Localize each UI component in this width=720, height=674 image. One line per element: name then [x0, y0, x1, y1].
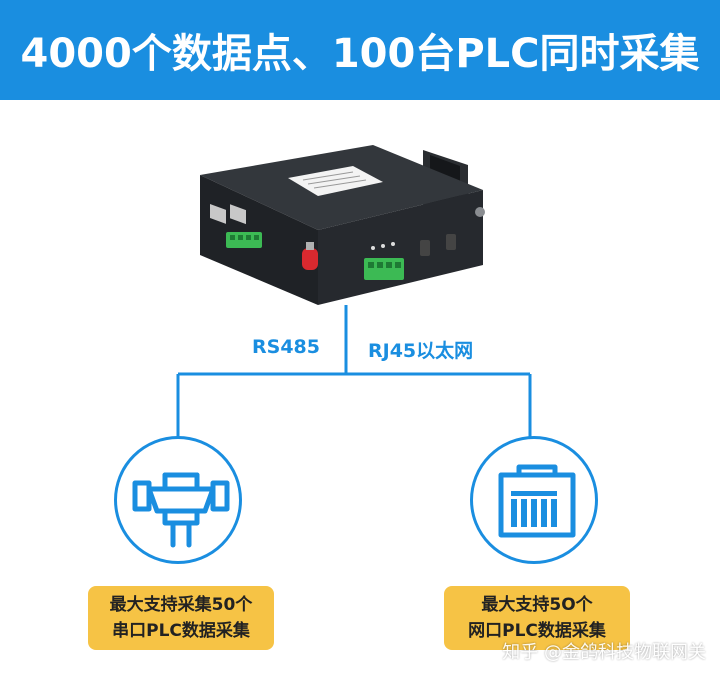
rj45-port-icon: [498, 464, 576, 538]
ethernet-port-circle: [470, 436, 598, 564]
serial-caption-line2: 串口PLC数据采集: [112, 621, 250, 641]
rs485-label: RS485: [252, 336, 320, 358]
header-banner: 4000个数据点、100台PLC同时采集: [0, 0, 720, 100]
ethernet-caption-line1: 最大支持5O个: [481, 595, 593, 615]
ethernet-plc-caption: 最大支持5O个 网口PLC数据采集: [444, 586, 630, 650]
rj45-ethernet-label: RJ45以太网: [368, 340, 474, 362]
gateway-device-image: [188, 130, 498, 310]
serial-caption-line1: 最大支持采集50个: [109, 595, 253, 615]
serial-db9-connector-icon: [132, 472, 230, 548]
serial-plc-caption: 最大支持采集50个 串口PLC数据采集: [88, 586, 274, 650]
watermark: 知乎 @金鸽科技物联网关: [502, 642, 706, 663]
ethernet-caption-line2: 网口PLC数据采集: [468, 621, 606, 641]
serial-port-circle: [114, 436, 242, 564]
page-title: 4000个数据点、100台PLC同时采集: [20, 31, 700, 77]
